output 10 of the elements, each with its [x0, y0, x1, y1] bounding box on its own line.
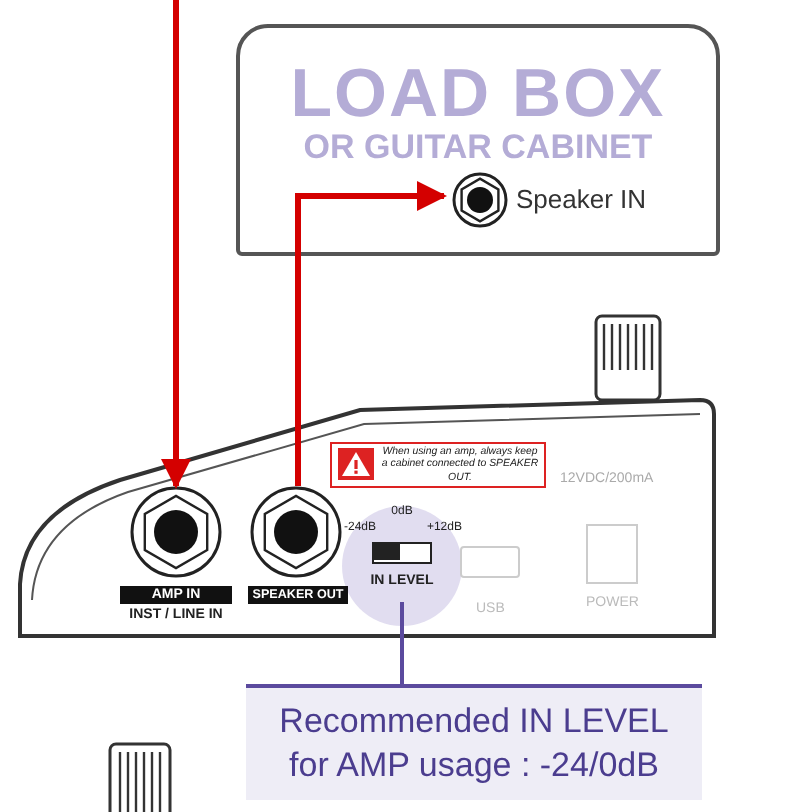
output-jack — [248, 486, 348, 610]
callout-text: Recommended IN LEVEL for AMP usage : -24/0dB — [277, 700, 671, 788]
subheading: OR GUITAR CABINET — [301, 128, 655, 168]
load-box-panel — [236, 24, 720, 256]
cable-arrow — [161, 0, 191, 489]
heading: LOAD BOX — [288, 56, 668, 134]
callout-box — [246, 684, 702, 800]
leader-line — [400, 602, 404, 684]
jack-label: Speaker IN — [516, 184, 647, 214]
cable-arrow — [295, 181, 447, 486]
